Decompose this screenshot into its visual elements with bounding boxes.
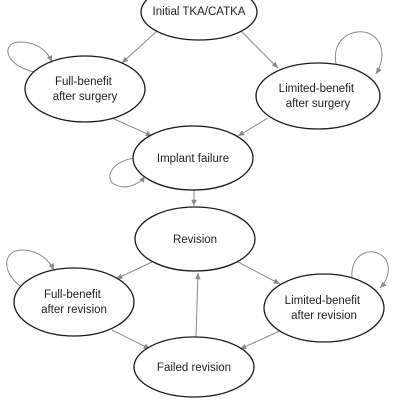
node-full-surgery-label-2: after surgery: [53, 91, 118, 103]
node-implant-failure: Implant failure: [132, 125, 254, 191]
self-loop-full-after-surgery: [7, 41, 53, 73]
edge-limited-after-revision-to-failed-revision: [239, 329, 283, 350]
self-loop-full-after-revision: [6, 249, 55, 287]
node-limited-revision-label-1: Limited-benefit: [285, 295, 361, 307]
svg-text:Failed revision: Failed revision: [157, 362, 231, 374]
svg-text:Limited-benefit after re: Limited-benefit after revision: [285, 295, 364, 322]
edge-failed-revision-to-revision: [195, 272, 201, 338]
edge-full-after-surgery-to-implant-failure: [111, 117, 153, 137]
edge-initial-to-full-after-surgery: [121, 30, 158, 64]
self-loop-implant-failure: [109, 157, 146, 188]
node-implant-failure-label: Implant failure: [157, 153, 229, 165]
edge-revision-to-limited-after-revision: [237, 261, 281, 285]
node-limited-surgery-label-2: after surgery: [286, 98, 351, 110]
edge-initial-to-limited-after-surgery: [240, 30, 279, 69]
node-limited-benefit-after-revision: Limited-benefit after revision: [263, 273, 385, 343]
self-loop-limited-after-surgery: [334, 31, 383, 75]
node-full-benefit-after-revision: Full-benefit after revision: [13, 267, 135, 337]
node-full-benefit-after-surgery: Full-benefit after surgery: [24, 55, 146, 123]
node-limited-benefit-after-surgery: Limited-benefit after surgery: [255, 62, 381, 130]
node-initial-tka-catka: Initial TKA/CATKA: [140, 0, 258, 41]
edge-full-after-revision-to-failed-revision: [111, 329, 151, 350]
edge-revision-to-full-after-revision: [115, 261, 153, 280]
node-revision: Revision: [134, 206, 256, 272]
svg-text:Full-benefit after surge: Full-benefit after surgery: [53, 76, 118, 103]
node-full-surgery-label-1: Full-benefit: [55, 76, 113, 88]
node-failed-revision: Failed revision: [133, 336, 255, 398]
node-full-revision-label-1: Full-benefit: [44, 289, 102, 301]
svg-text:Implant failure: Implant failure: [157, 153, 229, 165]
node-limited-revision-label-2: after revision: [291, 310, 357, 322]
svg-text:Revision: Revision: [173, 234, 217, 246]
node-failed-revision-label: Failed revision: [157, 362, 231, 374]
node-limited-surgery-label-1: Limited-benefit: [279, 83, 355, 95]
self-loop-limited-after-revision: [351, 251, 389, 289]
node-initial-label-1: Initial TKA/CATKA: [153, 6, 246, 18]
svg-text:Initial TKA/CATKA: Initial TKA/CATKA: [153, 6, 246, 18]
svg-text:Limited-benefit after su: Limited-benefit after surgery: [279, 83, 358, 110]
edge-limited-after-surgery-to-implant-failure: [237, 117, 269, 137]
self-loops-layer: [6, 31, 389, 289]
node-full-revision-label-2: after revision: [41, 304, 107, 316]
node-revision-label: Revision: [173, 234, 217, 246]
svg-text:Full-benefit after revis: Full-benefit after revision: [41, 289, 107, 316]
edges-layer: [111, 30, 283, 350]
